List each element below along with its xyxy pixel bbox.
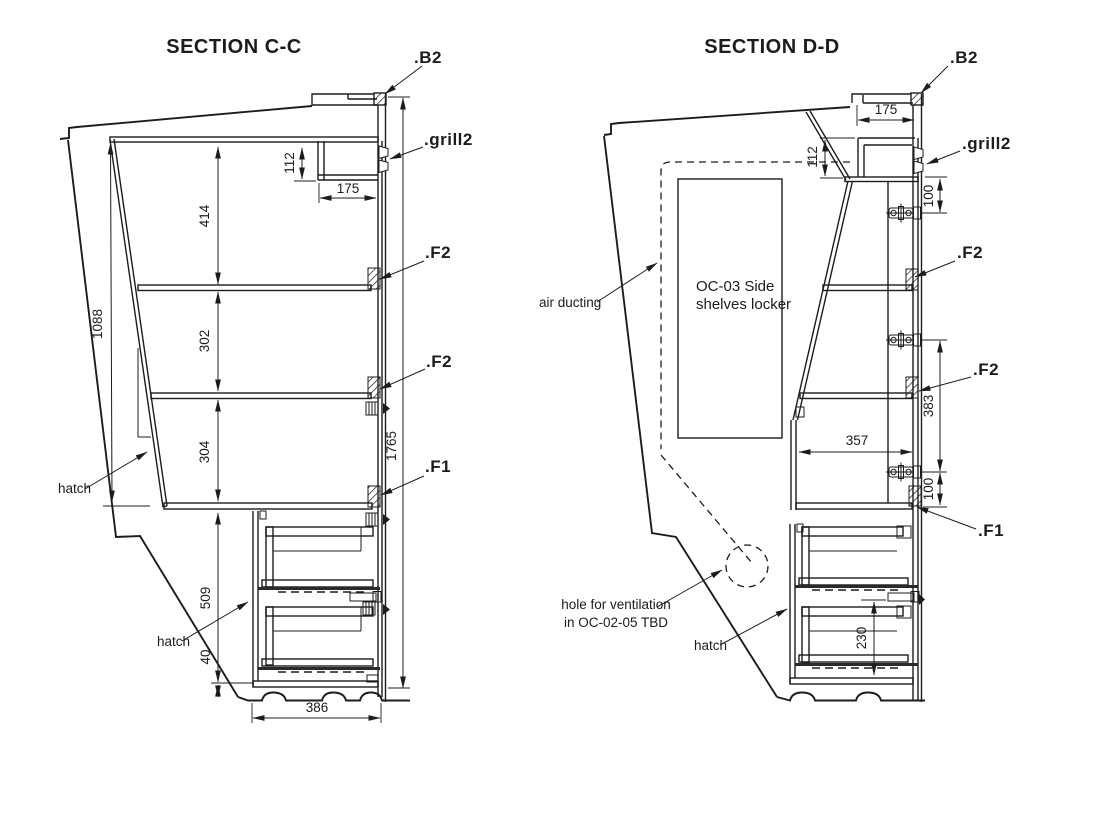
cc-callout-f2-upper: .F2 [425, 243, 451, 262]
dd-f1-bracket [908, 485, 922, 507]
cc-latch [365, 512, 379, 527]
cc-dim-1765: 1765 [384, 431, 399, 461]
dd-dim-112: 112 [805, 146, 820, 168]
dd-hull [603, 106, 925, 702]
dd-dim-383: 383 [921, 395, 936, 418]
cc-label-hatch-lower: hatch [157, 634, 190, 649]
dd-dim-175: 175 [875, 102, 898, 117]
cc-shelf-lower [150, 392, 372, 400]
cc-dim-414: 414 [197, 204, 212, 227]
dd-dim-230: 230 [854, 627, 869, 650]
cc-callout-grill2: .grill2 [424, 130, 473, 149]
dd-f2-upper-bracket [905, 268, 919, 291]
dd-grill-louver [913, 160, 924, 175]
dd-shelf-lower [799, 392, 913, 400]
dd-hinge-middle [885, 330, 921, 350]
cc-callout-b2: .B2 [414, 48, 442, 67]
cc-label-hatch-upper: hatch [58, 481, 91, 496]
cc-callouts: .B2 .grill2 .F2 .F2 .F1 hatch hatch [58, 48, 473, 649]
cc-callout-f2-lower: .F2 [426, 352, 452, 371]
dd-label-air-ducting: air ducting [539, 295, 601, 310]
dd-corrugated-floor [776, 691, 925, 702]
cc-hatch-door [109, 138, 168, 508]
dd-dim-100-lower: 100 [921, 478, 936, 501]
cc-b2-bracket [373, 92, 387, 106]
section-dd: SECTION D-D [539, 36, 1011, 702]
cc-f1-bracket [367, 485, 381, 508]
dd-locker-label-line2: shelves locker [696, 296, 791, 313]
cc-f2-upper-bracket [367, 267, 381, 290]
dd-callout-f2-upper: .F2 [957, 243, 983, 262]
cc-corrugated-floor [237, 691, 410, 702]
dd-callout-f1: .F1 [978, 521, 1004, 540]
dd-callout-grill2: .grill2 [962, 134, 1011, 153]
cc-dim-40: 40 [198, 649, 213, 664]
dd-air-duct-path [660, 161, 850, 588]
cc-dim-112: 112 [282, 152, 297, 174]
cc-cabinet [109, 92, 390, 702]
cc-grill-louver [378, 145, 389, 160]
dd-callouts: .B2 .grill2 .F2 .F2 .F1 air ducting hole… [539, 48, 1011, 653]
cc-dim-509: 509 [198, 587, 213, 610]
section-cc-title: SECTION C-C [166, 36, 302, 58]
cc-dimensions: 112 175 414 302 304 1088 1765 509 40 38 [90, 96, 410, 723]
cc-drawer-unit [252, 510, 390, 688]
dd-locker-box: OC-03 Side shelves locker [677, 178, 791, 439]
dd-vent-note-line2: in OC-02-05 TBD [564, 615, 668, 630]
cc-dim-302: 302 [197, 330, 212, 353]
cc-dim-1088: 1088 [90, 309, 105, 339]
dd-label-hatch: hatch [694, 638, 727, 653]
dd-hatch-floor [795, 502, 913, 510]
cc-hull [59, 105, 410, 702]
dd-hinge-bottom [885, 462, 921, 482]
cc-dim-304: 304 [197, 440, 212, 463]
dd-dim-100-upper: 100 [921, 185, 936, 208]
dd-b2-bracket [910, 92, 924, 106]
section-dd-title: SECTION D-D [704, 36, 840, 58]
cc-dim-175: 175 [337, 181, 360, 196]
cc-hatch-floor [163, 502, 373, 510]
dd-vent-note-line1: hole for ventilation [561, 597, 671, 612]
dd-dim-357: 357 [846, 433, 869, 448]
cc-grill-louver [378, 159, 389, 174]
dd-grill-louver [913, 146, 924, 161]
cc-f2-lower-bracket [367, 376, 381, 399]
dd-dimensions: 175 112 100 383 357 100 230 [798, 102, 947, 676]
dd-callout-b2: .B2 [950, 48, 978, 67]
dd-callout-f2-lower: .F2 [973, 360, 999, 379]
cc-callout-f1: .F1 [425, 457, 451, 476]
dd-drawer-unit [789, 523, 925, 685]
dd-grill-box [857, 137, 915, 177]
dd-front-wall [790, 180, 854, 510]
dd-shelf-upper [822, 284, 913, 292]
dd-ventilation-hole [725, 544, 769, 588]
cc-latch [365, 401, 379, 416]
dd-hinge-top [885, 203, 921, 223]
cc-grill-box [317, 141, 378, 181]
dd-locker-label-line1: OC-03 Side [696, 278, 774, 295]
section-cc: SECTION C-C [58, 36, 473, 723]
dd-f2-lower-bracket [905, 376, 919, 399]
cc-shelf-upper [137, 284, 372, 292]
cc-dim-386: 386 [306, 700, 329, 715]
